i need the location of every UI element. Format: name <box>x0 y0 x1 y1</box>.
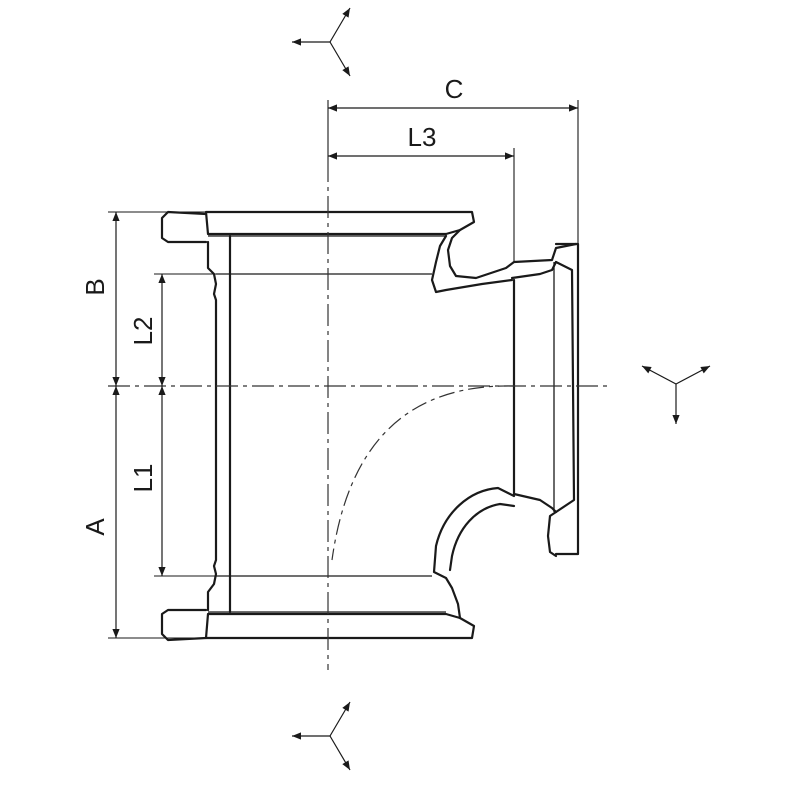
branch-upper-wall <box>446 228 578 280</box>
branch-flange-inner <box>554 260 576 514</box>
label-a: A <box>80 518 110 536</box>
label-l2: L2 <box>128 317 158 346</box>
top-left-lug <box>160 210 208 244</box>
branch-crotch-outer <box>432 486 516 620</box>
label-b: B <box>80 278 110 295</box>
three-arrow-flow-icon <box>292 701 351 771</box>
label-l1: L1 <box>128 464 158 493</box>
left-wall-outer <box>206 240 218 612</box>
branch-upper-wall-inner <box>430 234 514 294</box>
top-flange <box>204 210 476 236</box>
tee-branch <box>430 228 580 620</box>
label-c: C <box>445 74 464 104</box>
branch-crotch-inner <box>448 502 516 572</box>
branch-neck-lower <box>512 492 558 514</box>
tee-body-run <box>160 210 476 642</box>
branch-lower-lug <box>546 510 558 558</box>
branch-flange <box>554 242 580 556</box>
three-arrow-flow-icon <box>292 7 351 77</box>
flow-bend-curve <box>331 385 515 561</box>
three-arrow-flow-icon <box>641 365 711 424</box>
label-l3: L3 <box>408 122 437 152</box>
bottom-flange <box>204 612 476 640</box>
branch-neck-upper <box>510 260 558 280</box>
bottom-left-lug <box>160 608 208 642</box>
